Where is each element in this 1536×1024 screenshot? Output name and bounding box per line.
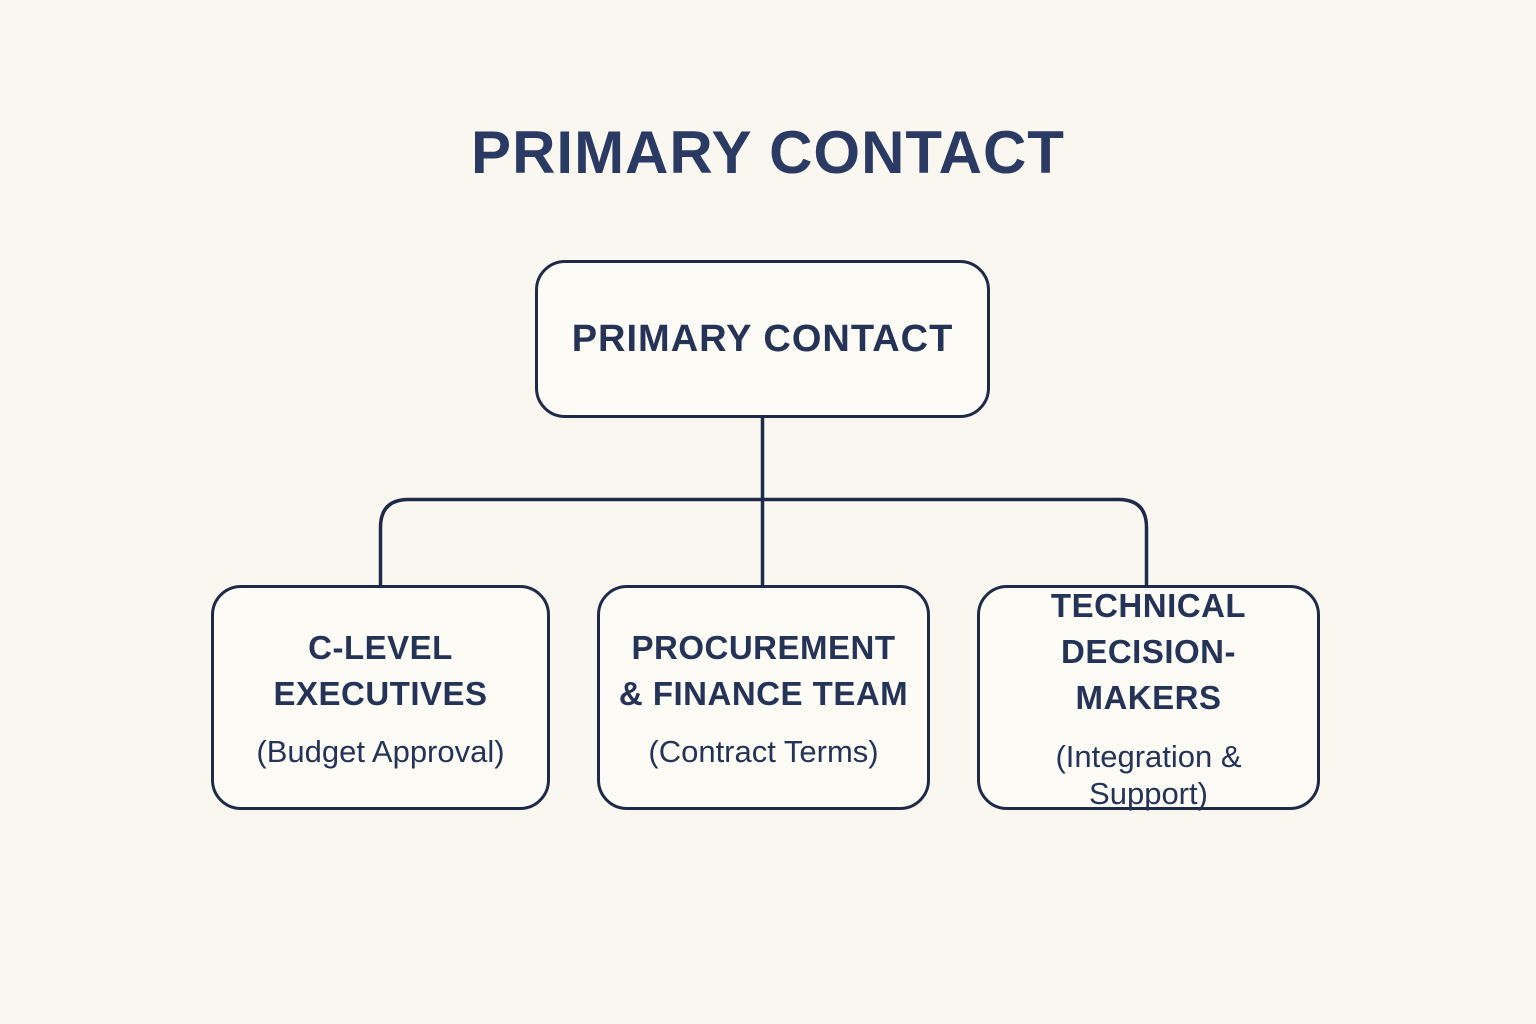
node-title: PROCUREMENT & FINANCE TEAM [619,625,908,717]
node-primary-contact: PRIMARY CONTACT [535,260,990,418]
node-primary-contact-label: PRIMARY CONTACT [571,317,954,360]
node-title-line: TECHNICAL [1050,587,1247,625]
node-title: TECHNICAL DECISION-MAKERS [994,583,1303,722]
node-title-line: PROCUREMENT [631,628,896,666]
node-subtitle: (Integration & Support) [1055,738,1242,811]
node-subtitle: (Budget Approval) [256,734,505,770]
page-title: PRIMARY CONTACT [471,119,1065,186]
node-procurement-finance-team: PROCUREMENT & FINANCE TEAM (Contract Ter… [597,585,930,810]
node-subtitle: (Contract Terms) [648,734,879,770]
node-title-line: & FINANCE TEAM [618,674,909,712]
node-technical-decision-makers: TECHNICAL DECISION-MAKERS (Integration &… [977,583,1320,811]
node-title: C-LEVEL EXECUTIVES [273,625,487,717]
node-title-line: DECISION-MAKERS [1060,633,1236,717]
node-title-line: EXECUTIVES [273,674,488,712]
node-c-level-executives: C-LEVEL EXECUTIVES (Budget Approval) [211,585,550,810]
node-title-line: C-LEVEL [308,628,453,666]
connector-bracket [378,497,1149,587]
